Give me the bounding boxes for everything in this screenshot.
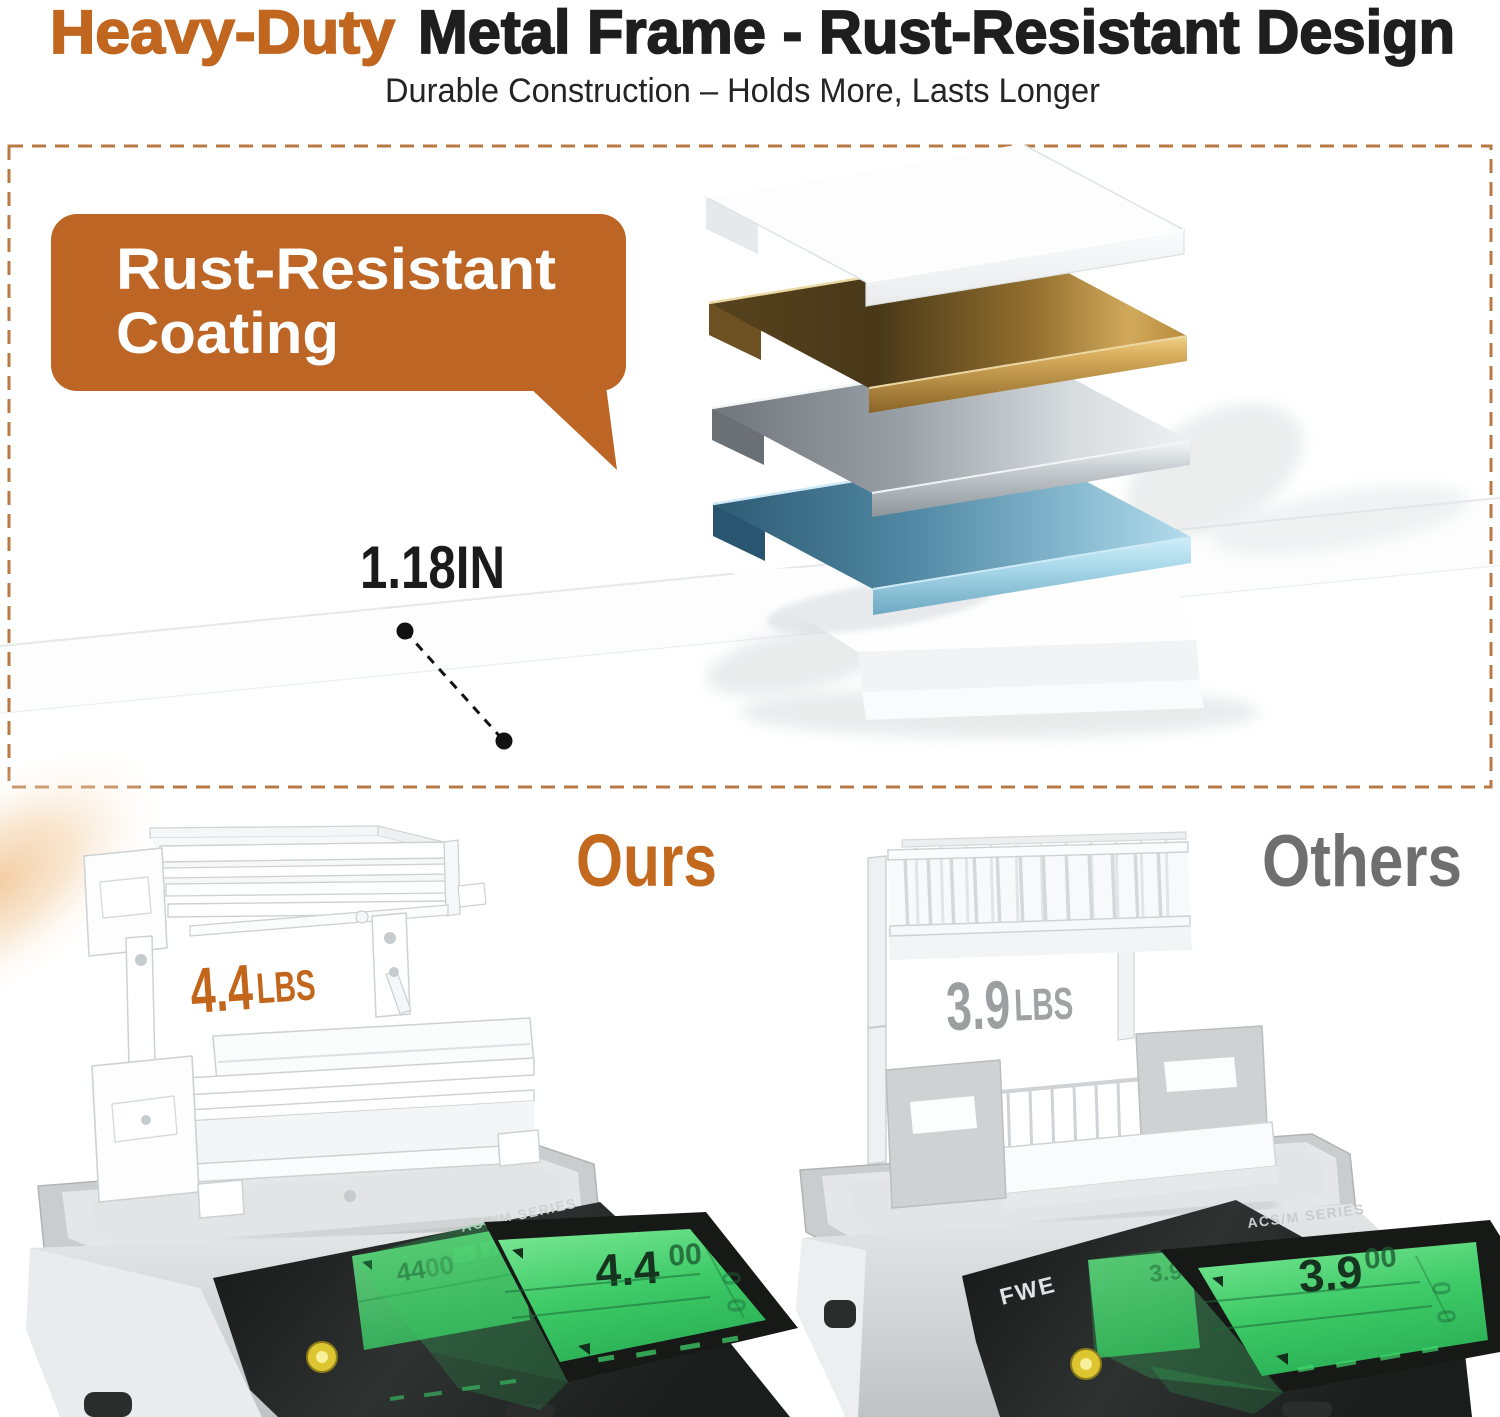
svg-text:Metal Frame - Rust-Resistant D: Metal Frame - Rust-Resistant Design <box>418 0 1455 66</box>
svg-text:3.9: 3.9 <box>1296 1245 1364 1302</box>
svg-text:00: 00 <box>1363 1241 1398 1276</box>
svg-text:Rust-Resistant: Rust-Resistant <box>116 237 556 302</box>
svg-text:00: 00 <box>667 1238 703 1273</box>
svg-text:0: 0 <box>1426 1280 1457 1297</box>
svg-text:Coating: Coating <box>116 301 339 366</box>
svg-text:0: 0 <box>716 1270 747 1287</box>
svg-text:3.9: 3.9 <box>945 967 1012 1045</box>
svg-text:0: 0 <box>1431 1308 1462 1325</box>
svg-text:LBS: LBS <box>255 961 317 1013</box>
svg-text:4.4: 4.4 <box>593 1241 661 1297</box>
svg-text:Ours: Ours <box>576 819 717 902</box>
svg-text:Heavy-Duty: Heavy-Duty <box>50 0 395 66</box>
svg-text:LBS: LBS <box>1013 978 1074 1031</box>
svg-text:1.18IN: 1.18IN <box>360 534 505 601</box>
svg-text:4.4: 4.4 <box>188 951 255 1027</box>
svg-text:Others: Others <box>1262 821 1462 902</box>
svg-text:Durable Construction – Holds M: Durable Construction – Holds More, Lasts… <box>385 72 1100 110</box>
svg-text:0: 0 <box>721 1297 752 1314</box>
